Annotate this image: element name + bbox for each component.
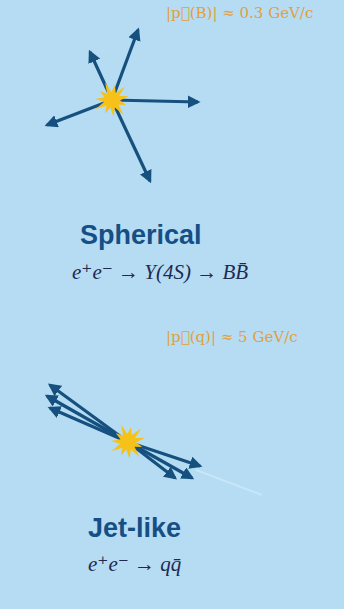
event-type-heading: Jet-like bbox=[88, 513, 181, 544]
event-type-heading: Spherical bbox=[80, 220, 202, 251]
spherical-tracks bbox=[47, 30, 198, 181]
collision-star bbox=[95, 82, 129, 117]
momentum-label: |p⃗(q)| ≈ 5 GeV/c bbox=[166, 328, 298, 346]
process-formula: e⁺e⁻ → qq̄ bbox=[88, 552, 181, 577]
collision-star bbox=[111, 424, 145, 459]
momentum-label: |p⃗(B)| ≈ 0.3 GeV/c bbox=[166, 4, 313, 22]
process-formula: e⁺e⁻ → Υ(4S) → BB̄ bbox=[72, 260, 248, 285]
jet-tracks bbox=[47, 385, 200, 478]
faint-track bbox=[196, 470, 262, 495]
